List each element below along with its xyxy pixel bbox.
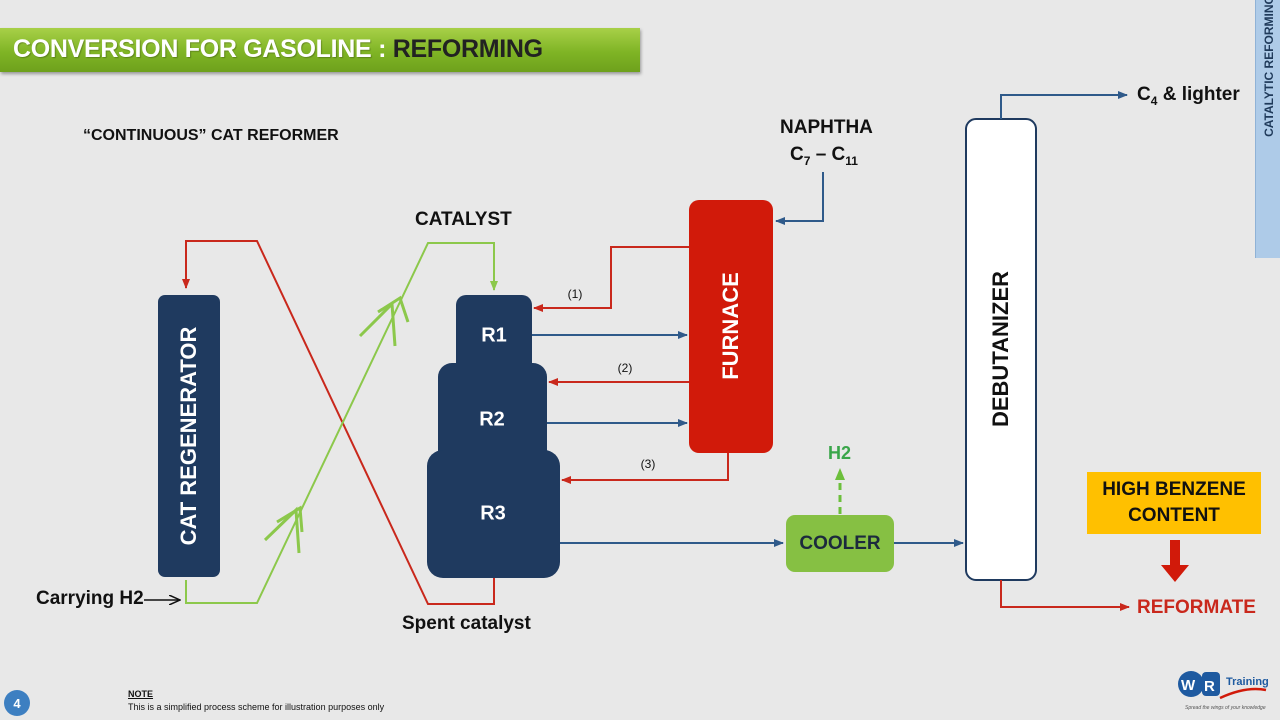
title-highlight: REFORMING <box>392 35 543 63</box>
page-title: CONVERSION FOR GASOLINE : REFORMING <box>13 35 543 64</box>
return-number-1: (1) <box>567 287 583 301</box>
c4-lighter-label: C4 & lighter <box>1137 84 1240 108</box>
reactor-r2-vessel <box>438 363 547 465</box>
overhead-c4-line <box>1000 91 1128 119</box>
cat-regenerator-vessel <box>158 295 220 577</box>
svg-text:R: R <box>1204 678 1215 695</box>
high-benzene-line2: CONTENT <box>1128 505 1220 526</box>
reactor-r3-label: R3 <box>480 502 506 525</box>
naphtha-feed-line <box>775 172 824 225</box>
naphtha-carbon-range: C7 – C11 <box>790 144 858 168</box>
benzene-down-arrow-icon <box>1161 540 1189 582</box>
wr-training-logo: W R <box>1178 671 1267 700</box>
catalyst-label: CATALYST <box>415 209 512 230</box>
note-title: NOTE <box>128 689 154 699</box>
spent-catalyst-label: Spent catalyst <box>402 613 531 634</box>
page-number-badge: 4 <box>4 690 30 716</box>
debutanizer-label: DEBUTANIZER <box>988 270 1013 428</box>
furnace-to-r1-line <box>533 246 689 312</box>
diagram-subtitle: “CONTINUOUS” CAT REFORMER <box>83 127 339 144</box>
furnace-label: FURNACE <box>718 272 743 380</box>
logo-training-text: Training <box>1226 676 1269 688</box>
note-text: This is a simplified process scheme for … <box>128 702 385 712</box>
cat-regenerator-label: CAT REGENERATOR <box>176 326 201 546</box>
title-separator: : <box>371 35 393 63</box>
title-banner: CONVERSION FOR GASOLINE : REFORMING <box>0 28 640 72</box>
reformate-label: REFORMATE <box>1137 597 1256 618</box>
high-benzene-callout: HIGH BENZENE CONTENT <box>1087 472 1261 534</box>
cooler-label: COOLER <box>799 532 881 554</box>
cooler-unit: COOLER <box>786 515 894 572</box>
return-number-2: (2) <box>617 361 633 375</box>
carrying-h2-label: Carrying H2 <box>36 588 144 609</box>
logo-tagline: Spread the wings of your knowledge <box>1185 705 1266 711</box>
section-side-tab[interactable]: CATALYTIC REFORMING <box>1255 0 1280 258</box>
reactor-r1-vessel <box>456 295 532 373</box>
reformate-line <box>1000 580 1130 611</box>
svg-text:W: W <box>1181 677 1196 694</box>
furnace-to-r3-line <box>561 453 729 484</box>
title-prefix: CONVERSION FOR GASOLINE <box>13 35 372 63</box>
reactor-r2-label: R2 <box>479 408 505 431</box>
high-benzene-line1: HIGH BENZENE <box>1102 479 1246 500</box>
reactor-r3-vessel <box>427 450 560 578</box>
catalyst-line <box>185 242 498 604</box>
h2-label: H2 <box>828 443 852 463</box>
reactor-r1-label: R1 <box>481 324 507 347</box>
naphtha-label: NAPHTHA <box>780 117 873 138</box>
return-number-3: (3) <box>640 457 656 471</box>
furnace-vessel <box>689 200 773 453</box>
catalyst-flow-chevrons <box>263 295 410 554</box>
